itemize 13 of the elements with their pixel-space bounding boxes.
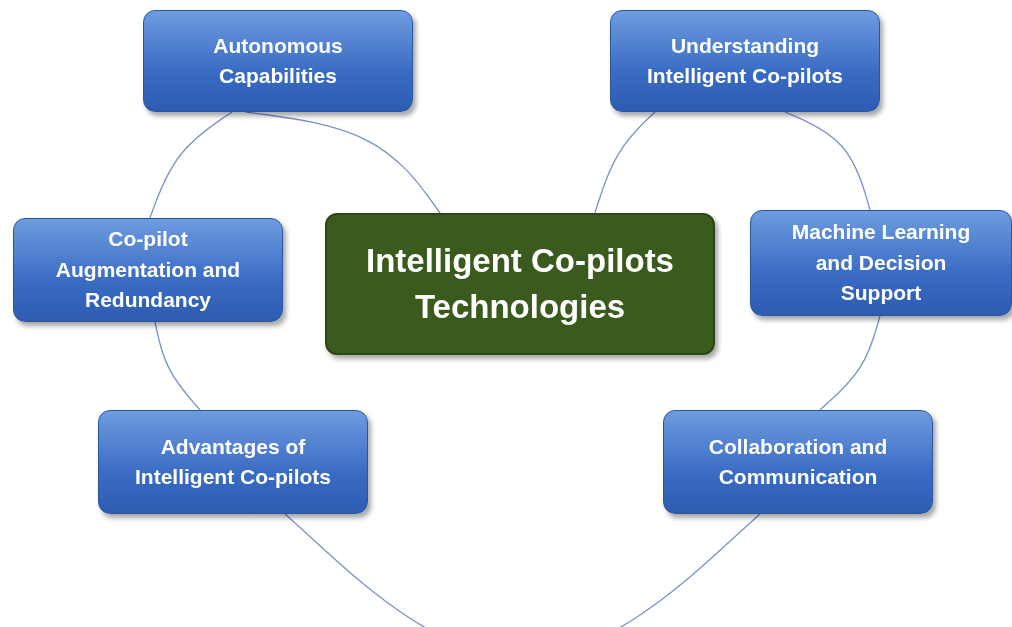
topic-box: Collaboration and Communication <box>663 410 933 514</box>
connector-line <box>154 321 201 411</box>
topic-box: Machine Learning and Decision Support <box>750 210 1012 316</box>
connector-line <box>819 315 881 411</box>
connector-line <box>284 513 761 627</box>
connector-line <box>784 111 871 211</box>
topic-box: Understanding Intelligent Co-pilots <box>610 10 880 112</box>
topic-box: Autonomous Capabilities <box>143 10 413 112</box>
connector-line <box>149 111 233 219</box>
topic-box: Co-pilot Augmentation and Redundancy <box>13 218 283 322</box>
topic-box: Advantages of Intelligent Co-pilots <box>98 410 368 514</box>
central-topic-box: Intelligent Co-pilots Technologies <box>325 213 715 355</box>
connector-line <box>594 111 656 214</box>
